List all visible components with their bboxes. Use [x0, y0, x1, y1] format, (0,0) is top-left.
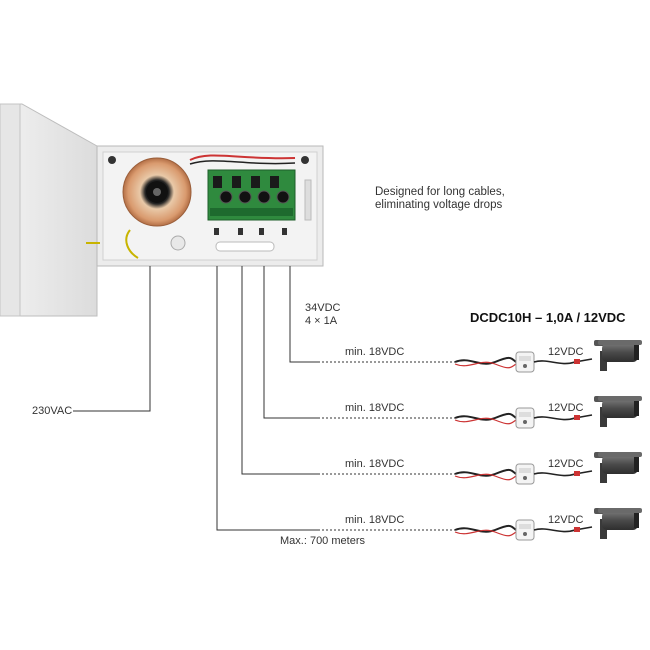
- output-label-ch1: 12VDC: [548, 346, 584, 358]
- dcdc-converter: [515, 407, 535, 429]
- cctv-camera-icon: [594, 452, 642, 483]
- mains-label: 230VAC: [32, 405, 73, 417]
- psu-output-voltage: 34VDC: [305, 302, 341, 314]
- input-lead: [454, 356, 517, 365]
- cable-label-ch4: min. 18VDC: [345, 514, 405, 526]
- toroidal-transformer: [122, 157, 192, 227]
- channel-row-1: [454, 340, 642, 373]
- output-lead: [533, 526, 593, 533]
- pcb-module: [207, 169, 296, 221]
- mains-cable: [73, 266, 151, 412]
- input-lead: [454, 524, 517, 533]
- output-lead: [533, 414, 593, 421]
- psu-output-channels: 4 × 1A: [305, 315, 338, 327]
- channel-row-4: [454, 508, 642, 541]
- cable-label-ch2: min. 18VDC: [345, 402, 405, 414]
- product-title: DCDC10H – 1,0A / 12VDC: [470, 310, 626, 325]
- dcdc-converter: [515, 519, 535, 541]
- cctv-camera-icon: [594, 396, 642, 427]
- psu-enclosure: [0, 103, 324, 317]
- output-label-ch2: 12VDC: [548, 402, 584, 414]
- output-lead: [533, 358, 593, 365]
- cctv-camera-icon: [594, 508, 642, 539]
- enclosure-door: [0, 103, 98, 317]
- cable-label-ch1: min. 18VDC: [345, 346, 405, 358]
- cable-ch1: [289, 266, 318, 363]
- dcdc-converter: [515, 351, 535, 373]
- input-lead: [454, 412, 517, 421]
- output-cables: [216, 266, 455, 531]
- channel-row-2: [454, 396, 642, 429]
- cable-ch4: [216, 266, 318, 531]
- cable-label-ch3: min. 18VDC: [345, 458, 405, 470]
- cable-ch3: [241, 266, 318, 475]
- channel-row-3: [454, 452, 642, 485]
- max-distance-label: Max.: 700 meters: [280, 535, 365, 547]
- input-lead: [454, 468, 517, 477]
- cctv-camera-icon: [594, 340, 642, 371]
- dcdc-converter: [515, 463, 535, 485]
- cable-ch2: [263, 266, 318, 419]
- output-label-ch3: 12VDC: [548, 458, 584, 470]
- output-label-ch4: 12VDC: [548, 514, 584, 526]
- description-text: Designed for long cables, eliminating vo…: [375, 186, 505, 211]
- output-lead: [533, 470, 593, 477]
